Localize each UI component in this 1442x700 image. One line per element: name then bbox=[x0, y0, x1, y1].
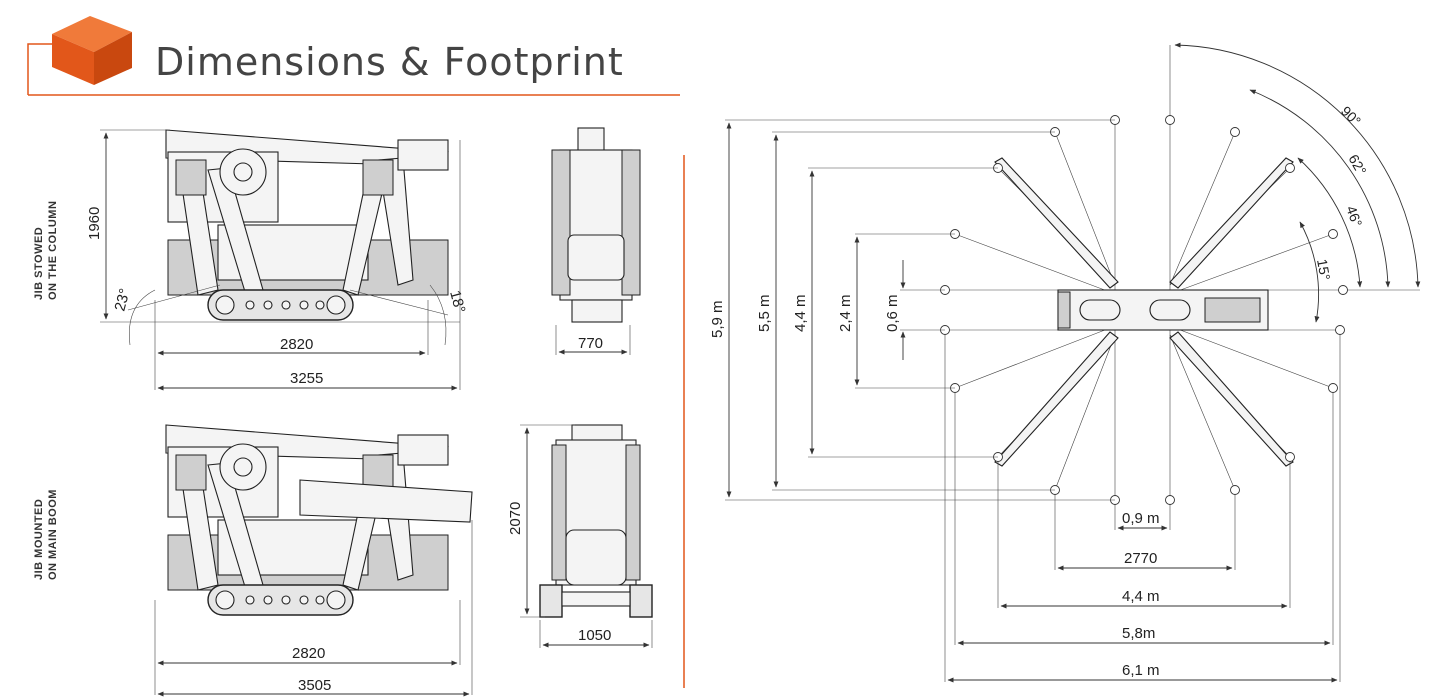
mounted-length-tracks: 2820 bbox=[292, 645, 325, 662]
jib-extension bbox=[299, 479, 473, 523]
angle-90: 90° bbox=[1338, 103, 1364, 129]
dim-5-5m: 5,5 m bbox=[756, 294, 773, 332]
mounted-label-line2: ON MAIN BOOM bbox=[47, 489, 59, 580]
mounted-front-view: 2070 1050 bbox=[507, 424, 653, 648]
dim-4-4m-h: 4,4 m bbox=[1122, 588, 1160, 605]
stowed-length-total: 3255 bbox=[290, 370, 323, 387]
mounted-front-height: 2070 bbox=[507, 502, 524, 535]
mounted-length-total: 3505 bbox=[298, 677, 331, 694]
dim-0-9m: 0,9 m bbox=[1122, 510, 1160, 527]
mounted-side-view: JIB MOUNTED ON MAIN BOOM 2820 3505 bbox=[33, 424, 473, 697]
stowed-height-value: 1960 bbox=[86, 207, 103, 240]
stowed-length-tracks: 2820 bbox=[280, 336, 313, 353]
stowed-angle-left: 23° bbox=[111, 287, 133, 313]
stowed-side-view: JIB STOWED ON THE COLUMN 1960 23° 18° 28… bbox=[33, 129, 468, 391]
crane-side-drawing-mounted bbox=[165, 424, 449, 616]
stowed-front-width: 770 bbox=[578, 335, 603, 352]
stowed-label-line2: ON THE COLUMN bbox=[47, 201, 59, 300]
stowed-label-line1: JIB STOWED bbox=[33, 227, 45, 300]
angle-15: 15° bbox=[1314, 258, 1333, 282]
dim-2770: 2770 bbox=[1124, 550, 1157, 567]
stowed-angle-right: 18° bbox=[446, 289, 468, 315]
dim-6-1m: 6,1 m bbox=[1122, 662, 1160, 679]
page-title: Dimensions & Footprint bbox=[155, 40, 624, 84]
header-bracket bbox=[27, 43, 52, 95]
mounted-label-line1: JIB MOUNTED bbox=[33, 499, 45, 580]
footprint-top-view: 90° 62° 46° 15° 5,9 m 5,5 m 4,4 m 2,4 m bbox=[709, 42, 1421, 683]
stowed-front-view: 770 bbox=[551, 127, 641, 355]
crane-side-drawing bbox=[165, 129, 449, 321]
dim-0-6m: 0,6 m bbox=[884, 294, 901, 332]
dim-2-4m: 2,4 m bbox=[837, 294, 854, 332]
dim-5-8m: 5,8m bbox=[1122, 625, 1155, 642]
header: Dimensions & Footprint bbox=[27, 16, 680, 96]
dim-5-9m: 5,9 m bbox=[709, 300, 726, 338]
angle-62: 62° bbox=[1345, 152, 1369, 178]
box-icon bbox=[52, 16, 132, 85]
dim-4-4m: 4,4 m bbox=[792, 294, 809, 332]
mounted-front-width: 1050 bbox=[578, 627, 611, 644]
angle-46: 46° bbox=[1343, 204, 1365, 229]
